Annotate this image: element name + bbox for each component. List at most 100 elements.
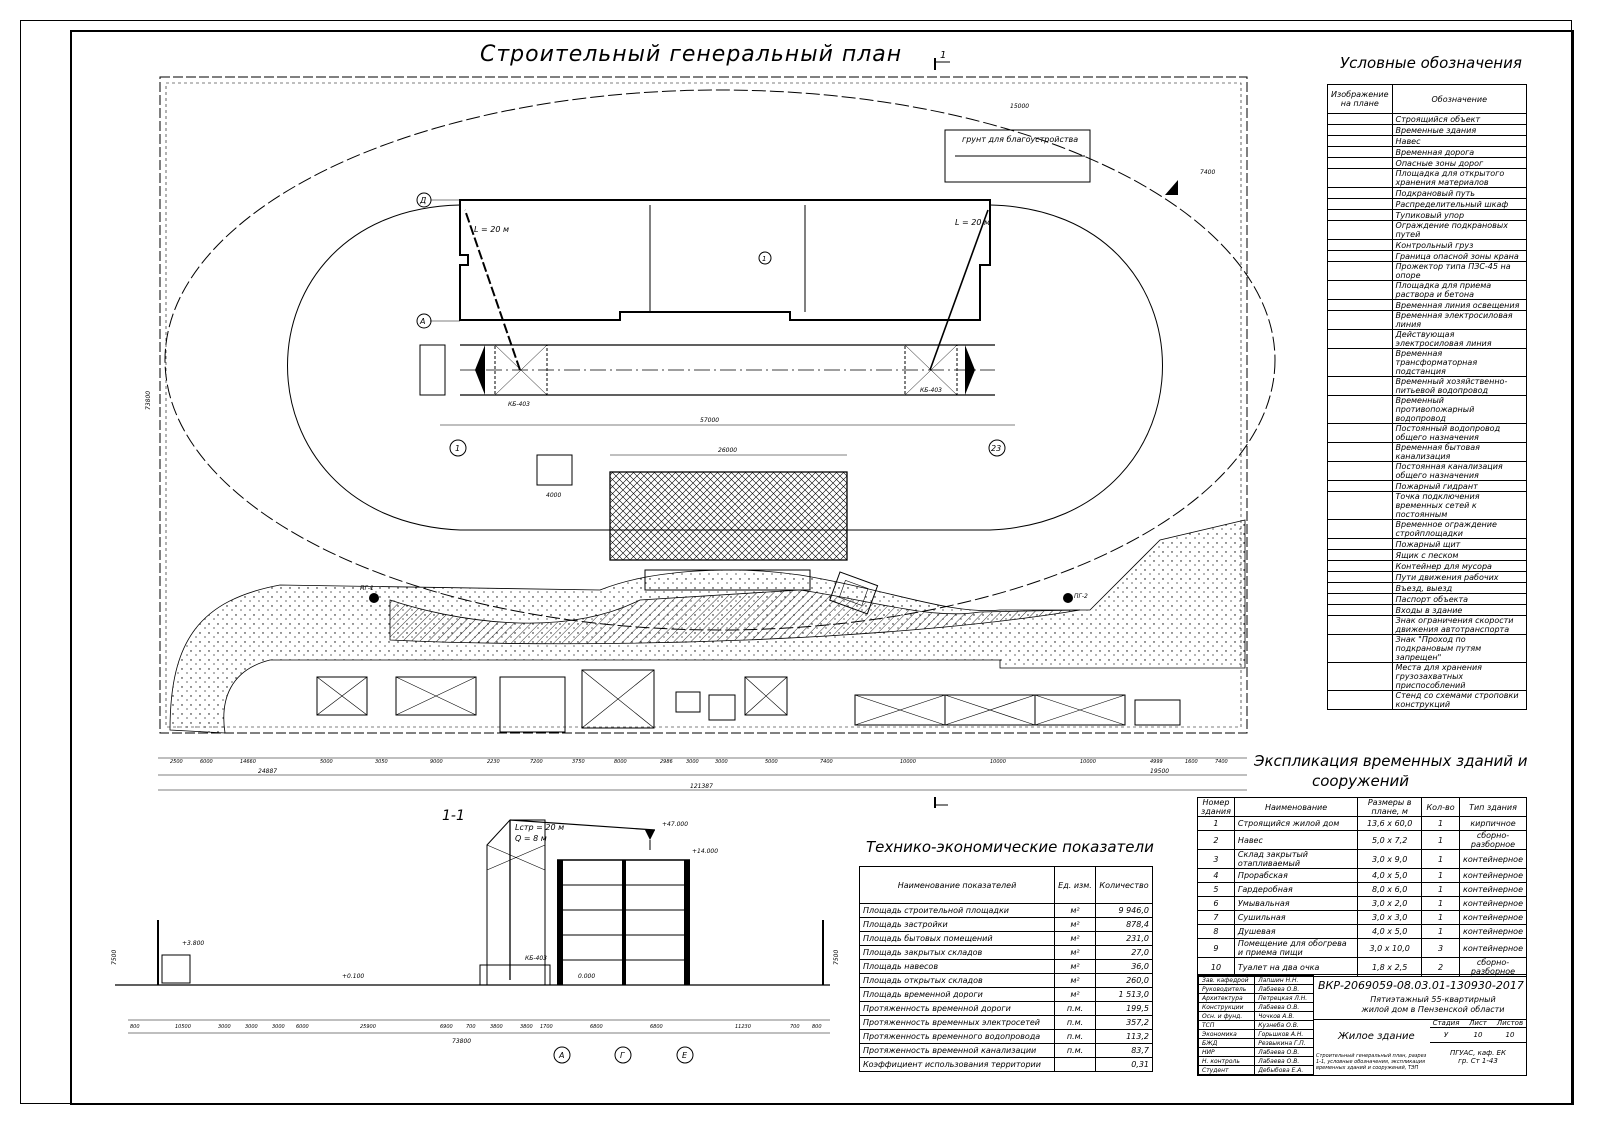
tep-cell: 0,31 xyxy=(1095,1057,1153,1072)
expl-h-qty: Кол-во xyxy=(1421,797,1460,817)
stamp-stage-h: Стадия xyxy=(1432,1019,1460,1027)
legend-row: Граница опасной зоны крана xyxy=(1327,250,1528,262)
expl-cell: 1 xyxy=(1421,830,1460,850)
stamp-role: ТСП xyxy=(1197,1020,1256,1030)
stamp-role: НИР xyxy=(1197,1047,1256,1057)
tep-cell: 113,2 xyxy=(1095,1029,1153,1044)
dim-width: 73800 xyxy=(145,391,152,410)
legend-symbol-icon xyxy=(1327,519,1393,539)
legend-item-label: Временный противопожарный водопровод xyxy=(1391,395,1528,424)
legend-item-label: Знак ограничения скорости движения автот… xyxy=(1391,615,1528,635)
plan-dim-label: 3750 xyxy=(572,759,585,765)
sheet-inner-frame xyxy=(70,30,1574,1105)
legend-row: Паспорт объекта xyxy=(1327,593,1528,605)
legend-row: Временное ограждение стройплощадки xyxy=(1327,519,1528,539)
stamp-sheets-h: Листов xyxy=(1496,1019,1524,1027)
legend-symbol-icon xyxy=(1327,135,1393,147)
plan-dim-label: 10000 xyxy=(1080,759,1096,765)
crane-right-label: КБ-403 xyxy=(920,387,942,394)
plan-dim-label: 5000 xyxy=(765,759,778,765)
stamp-role: БЖД xyxy=(1197,1038,1256,1048)
lighting-line xyxy=(165,82,1242,728)
legend-symbol-icon xyxy=(1327,220,1393,240)
section-dim-label: 10500 xyxy=(175,1024,191,1030)
expl-cell: 3 xyxy=(1421,938,1460,958)
legend-row: Площадка для приема раствора и бетона xyxy=(1327,280,1528,300)
stamp-role: Экономика xyxy=(1197,1029,1256,1039)
legend-row: Пути движения рабочих xyxy=(1327,571,1528,583)
expl-cell: Душевая xyxy=(1233,924,1359,939)
legend-symbol-icon xyxy=(1327,113,1393,125)
section-axis-label: А xyxy=(558,1051,564,1060)
tep-cell: Площадь строительной площадки xyxy=(859,903,1055,918)
expl-cell: 13,6 х 60,0 xyxy=(1357,816,1423,831)
crane-left-boom xyxy=(464,209,521,371)
section-h-right: 7500 xyxy=(833,950,840,965)
dead-end-stop-right xyxy=(965,345,975,395)
axis-23-label: 23 xyxy=(991,444,1001,453)
legend-item-label: Стенд со схемами строповки конструкций xyxy=(1391,690,1528,710)
legend-item-label: Опасные зоны дорог xyxy=(1391,157,1528,169)
legend-item-label: Граница опасной зоны крана xyxy=(1391,250,1528,262)
legend-row: Временный хозяйственно-питьевой водопров… xyxy=(1327,376,1528,396)
legend-item-label: Навес xyxy=(1391,135,1528,147)
legend-row: Площадка для открытого хранения материал… xyxy=(1327,168,1528,188)
legend-row: Временная бытовая канализация xyxy=(1327,442,1528,462)
legend-row: Въезд, выезд xyxy=(1327,582,1528,594)
legend-symbol-icon xyxy=(1327,376,1393,396)
elev-top: +47.000 xyxy=(662,821,688,828)
legend-symbol-icon xyxy=(1327,604,1393,616)
legend-item-label: Места для хранения грузозахватных приспо… xyxy=(1391,662,1528,691)
hydrant-2-label: ПГ-2 xyxy=(1074,593,1088,600)
axis-d-label: Д xyxy=(419,196,426,205)
section-cabin xyxy=(161,954,191,984)
legend-row: Знак "Проход по подкрановым путям запрещ… xyxy=(1327,634,1528,663)
stamp-role: Н. контроль xyxy=(1197,1056,1256,1066)
dead-end-stop-left xyxy=(475,345,485,395)
legend-symbol-icon xyxy=(1327,198,1393,210)
expl-cell: 1 xyxy=(1421,910,1460,925)
legend-symbol-icon xyxy=(1327,461,1393,481)
crane-right-boom xyxy=(929,209,989,371)
expl-cell: Склад закрытый отапливаемый xyxy=(1233,849,1359,869)
tep-cell: Протяженность временного водопровода xyxy=(859,1029,1055,1044)
legend-item-label: Тупиковый упор xyxy=(1391,209,1528,221)
section-marker-top: 1 xyxy=(934,50,950,70)
expl-cell: 3 xyxy=(1197,849,1235,869)
legend-symbol-icon xyxy=(1327,261,1393,281)
road-hazard-zone xyxy=(389,589,1081,645)
legend-item-label: Временная трансформаторная подстанция xyxy=(1391,348,1528,377)
legend-row: Ящик с песком xyxy=(1327,549,1528,561)
expl-cell: Умывальная xyxy=(1233,896,1359,911)
legend-row: Строящийся объект xyxy=(1327,113,1528,125)
section-axis-marker xyxy=(676,1046,694,1064)
dim-total: 121387 xyxy=(690,783,713,790)
legend-item-label: Постоянная канализация общего назначения xyxy=(1391,461,1528,481)
expl-cell: 8,0 х 6,0 xyxy=(1357,882,1423,897)
expl-h-type: Тип здания xyxy=(1458,797,1528,817)
expl-cell: 3,0 х 9,0 xyxy=(1357,849,1423,869)
stamp-group: гр. Ст 1-43 xyxy=(1458,1057,1498,1065)
plan-dim-label: 8000 xyxy=(614,759,627,765)
stamp-role: Архитектура xyxy=(1197,993,1256,1003)
legend-symbol-icon xyxy=(1327,690,1393,710)
axis-1-label: 1 xyxy=(455,444,460,453)
legend-item-label: Площадка для открытого хранения материал… xyxy=(1391,168,1528,188)
legend-row: Постоянный водопровод общего назначения xyxy=(1327,423,1528,443)
elev-roof: +14.000 xyxy=(692,848,718,855)
stamp-person: Петрецкая Л.Н. xyxy=(1254,993,1314,1003)
legend-symbol-icon xyxy=(1327,250,1393,262)
expl-h-num: Номер здания xyxy=(1197,797,1235,817)
legend-col-image: Изображение на плане xyxy=(1327,84,1393,114)
tep-cell: Коэффициент использования территории xyxy=(859,1057,1055,1072)
dim-left: 24887 xyxy=(258,768,277,775)
plan-dim-label: 7400 xyxy=(1215,759,1228,765)
